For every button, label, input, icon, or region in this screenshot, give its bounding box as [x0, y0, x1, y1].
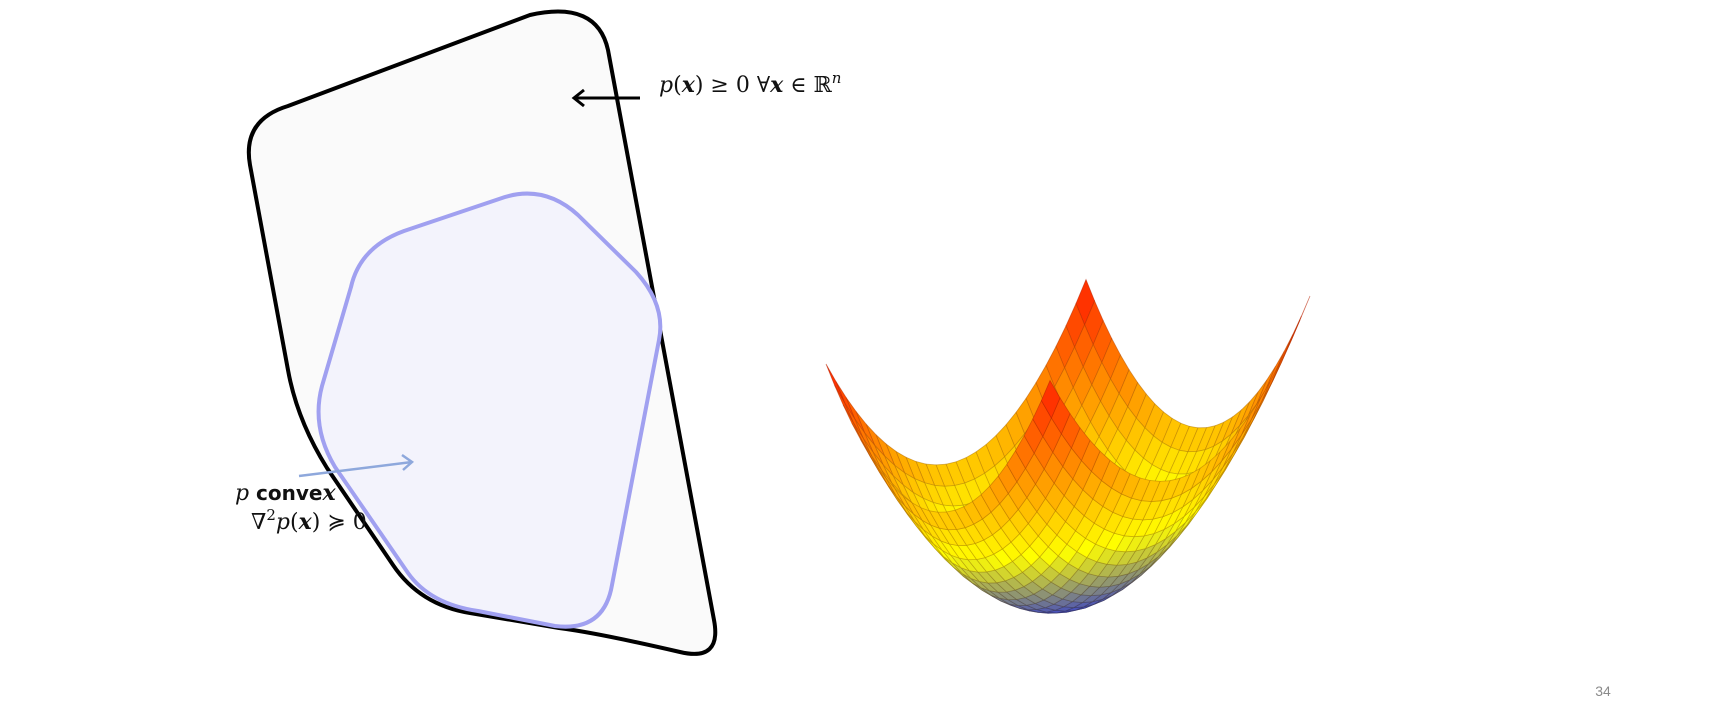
surface-mesh-cell [1040, 379, 1061, 419]
surface-mesh-cell [825, 363, 845, 403]
nonnegative-label: p(x) ≥ 0 ∀x ∈ ℝn [659, 69, 841, 98]
arrow-right-icon [298, 453, 415, 478]
convex-set-region [316, 191, 663, 629]
hessian-label: ∇2p(x) ≽ 0 [251, 506, 367, 535]
page-number: 34 [1595, 683, 1611, 699]
surface-mesh-cell [835, 381, 855, 419]
arrow-left-icon [571, 88, 640, 108]
convex-surface-plot [825, 278, 1311, 614]
surface-mesh-cell [1256, 366, 1276, 405]
convex-label: p convex [235, 480, 337, 506]
